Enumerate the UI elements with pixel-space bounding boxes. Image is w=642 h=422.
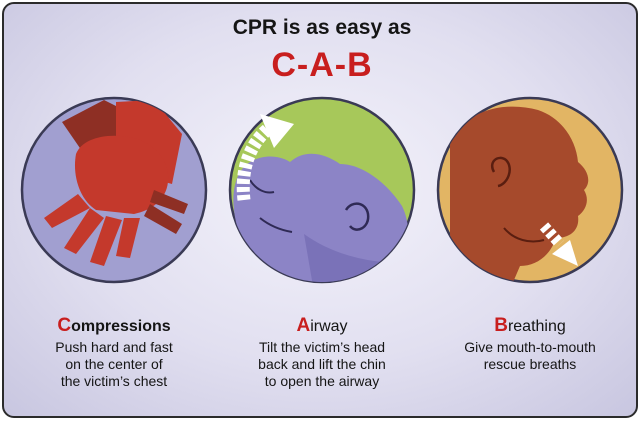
description-line: back and lift the chin bbox=[258, 356, 386, 372]
step-airway: Airway Tilt the victim’s head back and l… bbox=[222, 316, 422, 390]
step-initial: C bbox=[57, 315, 72, 336]
step-initial: A bbox=[296, 315, 311, 336]
step-title: Breathing bbox=[430, 316, 630, 337]
step-breathing: Breathing Give mouth-to-mouth rescue bre… bbox=[430, 316, 630, 373]
head-tilt-icon bbox=[228, 96, 416, 284]
description-line: on the center of bbox=[65, 356, 163, 372]
step-title-rest: irway bbox=[310, 318, 348, 335]
infographic-title: CPR is as easy as bbox=[232, 16, 412, 39]
step-description: Give mouth-to-mouth rescue breaths bbox=[430, 339, 630, 373]
cpr-infographic: CPR is as easy as C-A-B bbox=[2, 2, 638, 418]
step-title-rest: reathing bbox=[507, 318, 566, 335]
description-line: the victim’s chest bbox=[60, 373, 168, 389]
description-line: Push hard and fast bbox=[55, 339, 173, 355]
step-description: Tilt the victim’s head back and lift the… bbox=[222, 339, 422, 390]
step-initial: B bbox=[494, 315, 508, 336]
step-title-rest: ompressions bbox=[71, 318, 171, 335]
step-title: Airway bbox=[222, 316, 422, 337]
step-description: Push hard and fast on the center of the … bbox=[14, 339, 214, 390]
description-line: to open the airway bbox=[264, 373, 380, 389]
step-compressions: Compressions Push hard and fast on the c… bbox=[14, 316, 214, 390]
hands-compression-icon bbox=[20, 96, 208, 284]
step-title: Compressions bbox=[14, 316, 214, 337]
description-line: Tilt the victim’s head bbox=[258, 339, 386, 355]
description-line: Give mouth-to-mouth bbox=[464, 339, 596, 355]
illustrations bbox=[20, 96, 624, 284]
description-line: rescue breaths bbox=[483, 356, 577, 372]
cab-acronym: C-A-B bbox=[271, 46, 373, 84]
rescue-breath-icon bbox=[436, 96, 624, 284]
